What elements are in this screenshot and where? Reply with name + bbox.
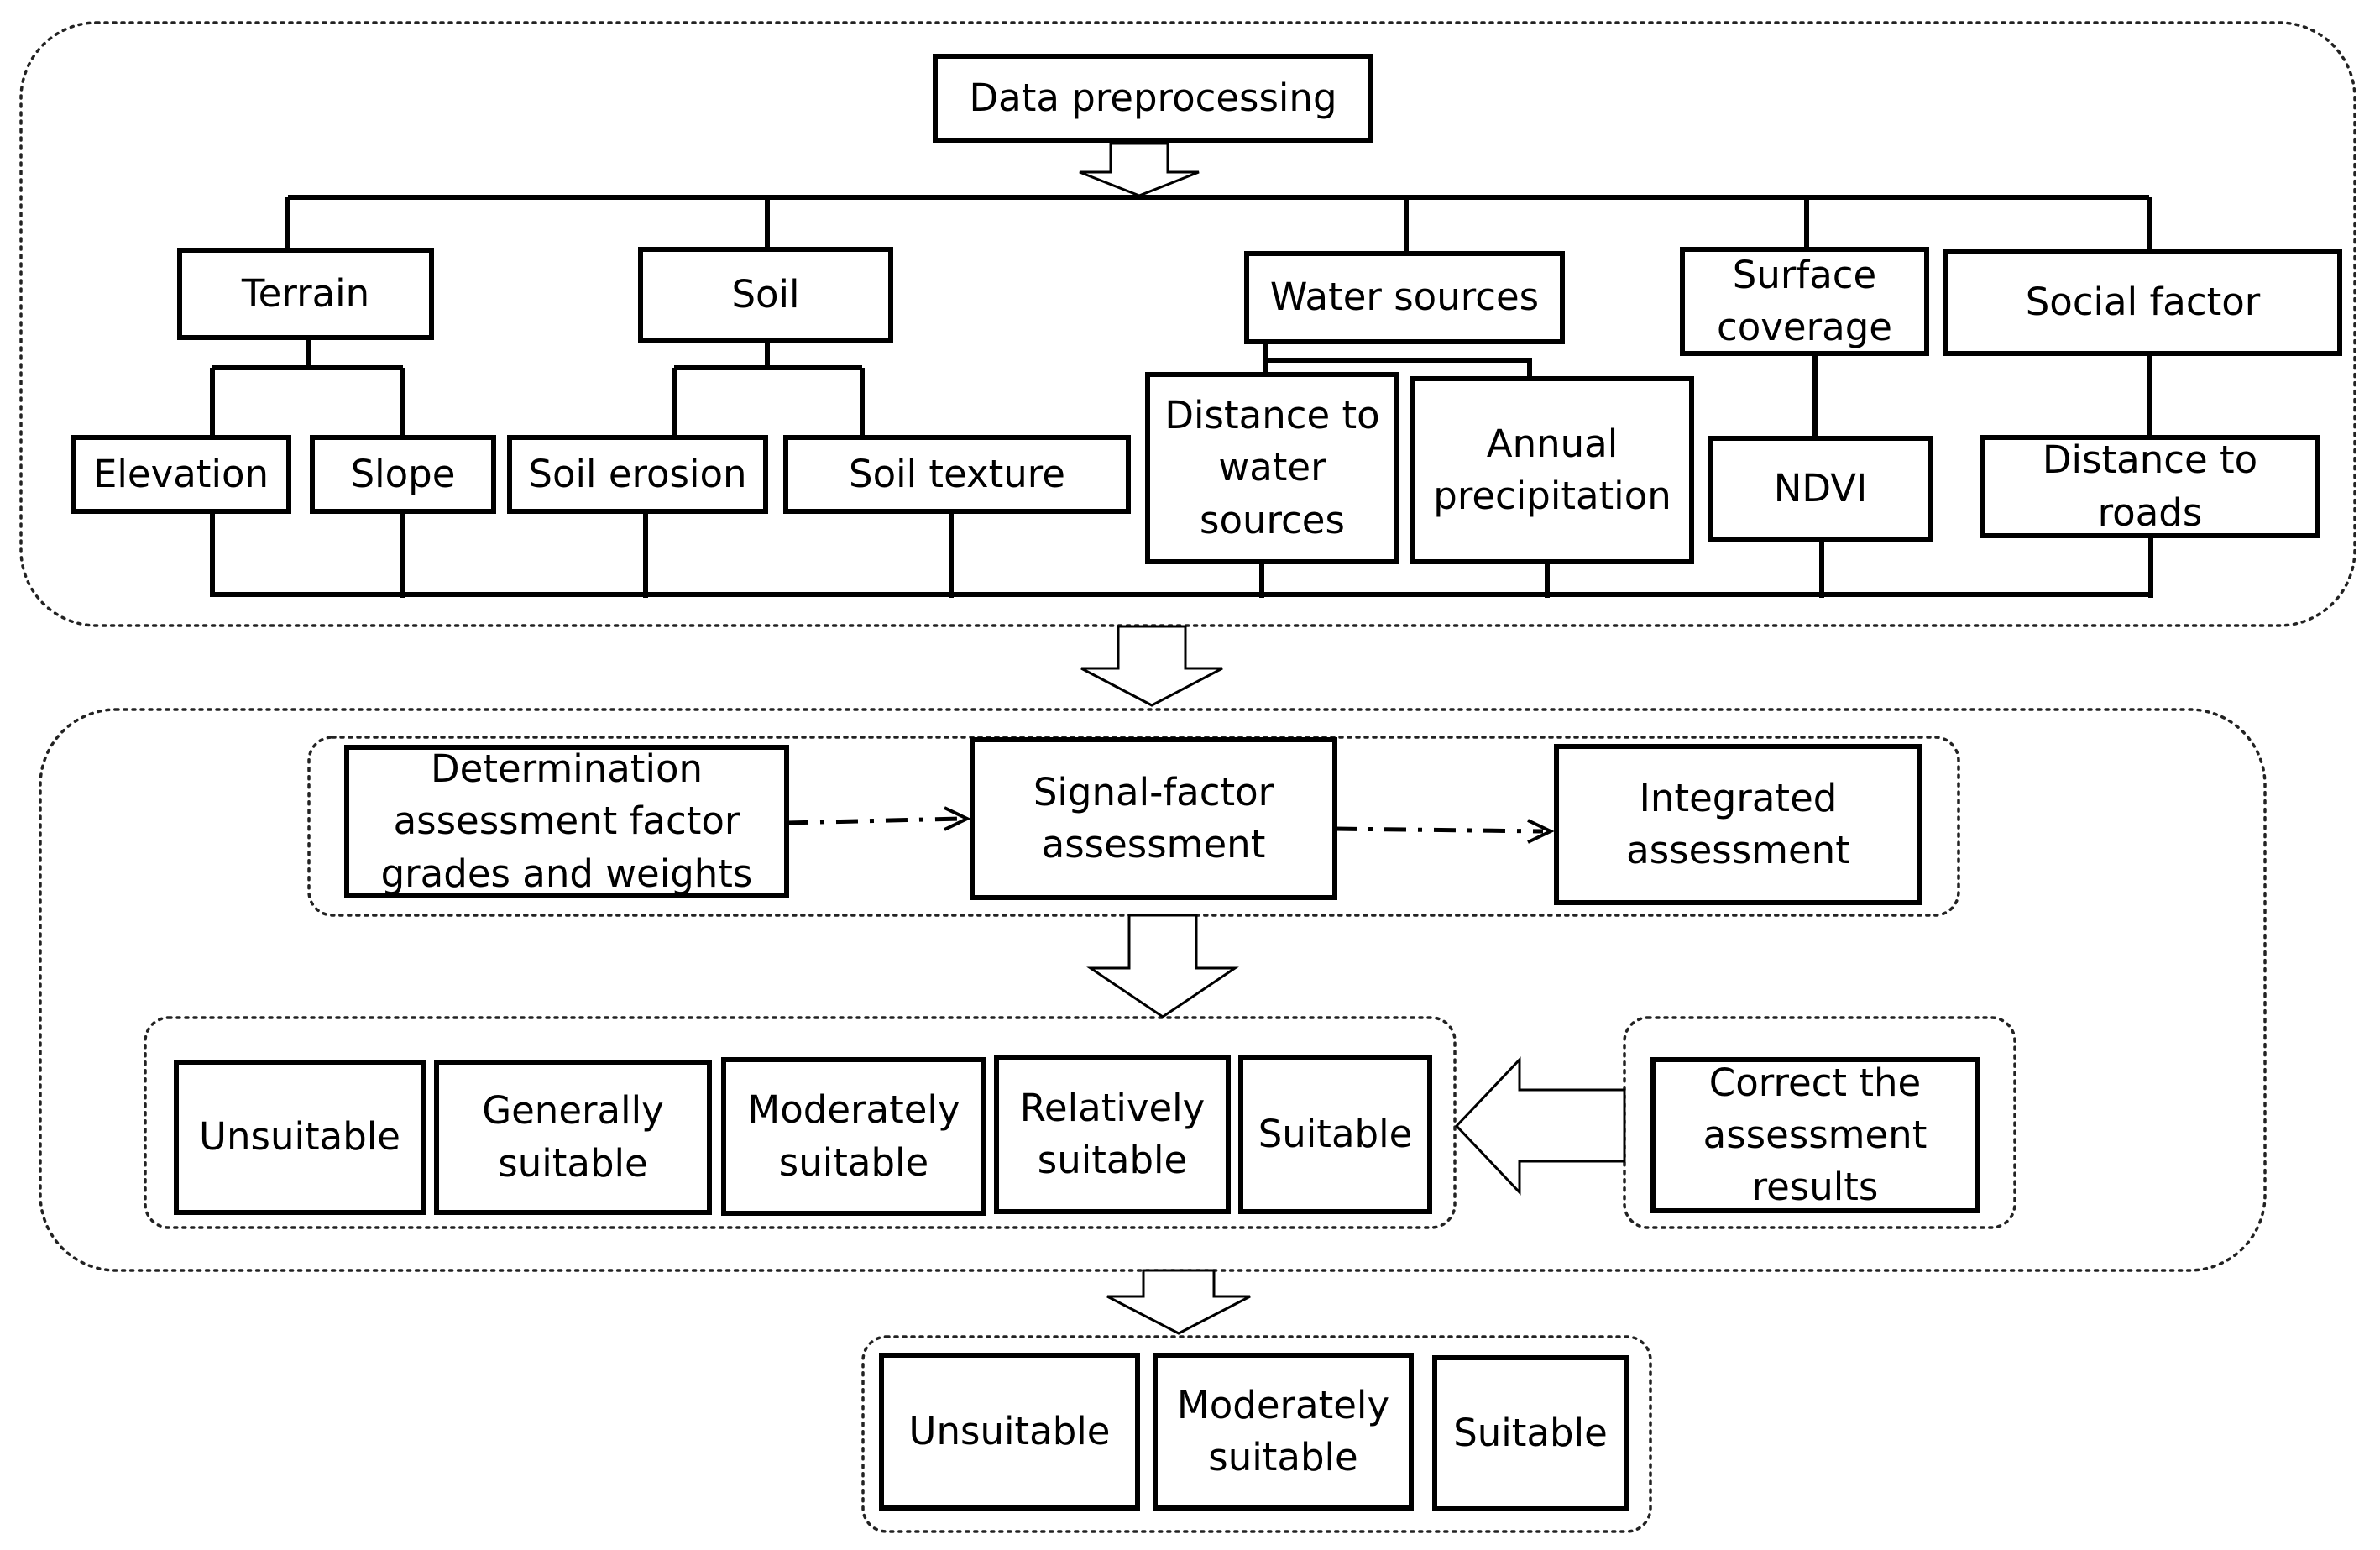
- signal-factor-assessment-box: [970, 737, 1337, 900]
- slope-label: Slope: [350, 451, 456, 496]
- three-level-frame: [861, 1335, 1652, 1533]
- correct-results-label: Correct the assessment results: [1703, 1060, 1928, 1210]
- water-sources-box: [1244, 251, 1565, 344]
- dash-dot-connector: [1334, 826, 1544, 834]
- level-generally-suitable-box: [434, 1060, 712, 1215]
- soil-texture-box: [783, 435, 1131, 514]
- level-relatively-suitable-box: [994, 1055, 1231, 1214]
- slope-box: [310, 435, 496, 514]
- elevation-label: Elevation: [92, 451, 269, 496]
- distance-to-roads-box: [1980, 435, 2320, 538]
- soil-label: Soil: [731, 271, 800, 317]
- level-moderately-suitable-box: [721, 1057, 986, 1216]
- annual-precipitation-label: Annual precipitation: [1433, 421, 1671, 518]
- terrain-box: [177, 248, 434, 340]
- data-preprocessing-label: Data preprocessing: [969, 75, 1337, 120]
- final-suitable-label: Suitable: [1453, 1410, 1608, 1455]
- ndvi-box: [1708, 436, 1933, 542]
- terrain-label: Terrain: [241, 270, 370, 316]
- distance-to-water-sources-box: [1145, 372, 1399, 564]
- final-unsuitable-label: Unsuitable: [908, 1408, 1111, 1453]
- down-arrow-icon: [1086, 914, 1239, 1018]
- level-suitable-label: Suitable: [1258, 1111, 1413, 1156]
- five-level-frame: [144, 1016, 1457, 1229]
- water-sources-label: Water sources: [1269, 275, 1540, 320]
- data-preprocessing-box: [933, 54, 1373, 143]
- elevation-box: [71, 435, 291, 514]
- level-unsuitable-box: [174, 1060, 426, 1215]
- arrowhead-icon: [1527, 819, 1555, 844]
- level-moderately-suitable-label: Moderately suitable: [747, 1087, 960, 1185]
- soil-texture-label: Soil texture: [849, 451, 1065, 496]
- signal-factor-assessment-label: Signal-factor assessment: [1033, 769, 1274, 867]
- integrated-assessment-label: Integrated assessment: [1626, 775, 1850, 872]
- final-moderately-suitable-label: Moderately suitable: [1176, 1382, 1390, 1479]
- surface-coverage-box: [1680, 247, 1929, 356]
- final-unsuitable-box: [879, 1353, 1140, 1511]
- left-arrow-icon: [1454, 1056, 1626, 1196]
- social-factor-box: [1943, 249, 2342, 356]
- soil-box: [638, 247, 893, 343]
- integrated-assessment-box: [1554, 744, 1922, 905]
- level-unsuitable-label: Unsuitable: [199, 1114, 400, 1160]
- ndvi-label: NDVI: [1773, 466, 1868, 511]
- hierarchy-connectors: [210, 195, 2153, 598]
- down-arrow-icon: [1079, 142, 1200, 197]
- soil-erosion-label: Soil erosion: [528, 451, 747, 496]
- arrowhead-icon: [944, 806, 971, 831]
- down-arrow-icon: [1080, 625, 1223, 707]
- surface-coverage-label: Surface coverage: [1717, 252, 1892, 349]
- correct-results-box: [1650, 1057, 1980, 1213]
- soil-erosion-box: [507, 435, 768, 514]
- level-relatively-suitable-label: Relatively suitable: [1019, 1085, 1206, 1182]
- final-suitable-box: [1432, 1355, 1629, 1511]
- distance-to-water-sources-label: Distance to water sources: [1164, 393, 1380, 542]
- distance-to-roads-label: Distance to roads: [2042, 437, 2258, 535]
- annual-precipitation-box: [1410, 376, 1694, 564]
- top-group-frame: [19, 21, 2356, 627]
- social-factor-label: Social factor: [2025, 280, 2261, 325]
- final-moderately-suitable-box: [1153, 1353, 1414, 1511]
- down-arrow-icon: [1106, 1269, 1251, 1335]
- level-suitable-box: [1238, 1055, 1432, 1214]
- determination-label: Determination assessment factor grades a…: [380, 746, 753, 896]
- dash-dot-connector: [786, 816, 961, 825]
- level-generally-suitable-label: Generally suitable: [482, 1088, 664, 1186]
- determination-box: [344, 745, 789, 898]
